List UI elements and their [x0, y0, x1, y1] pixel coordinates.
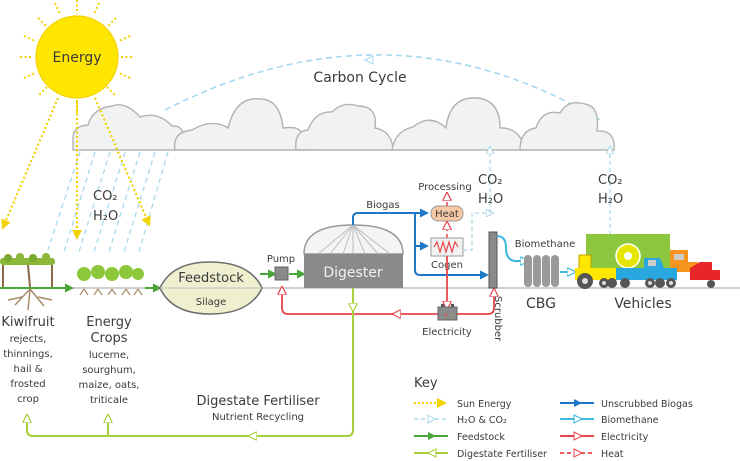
svg-text:Heat: Heat — [601, 449, 624, 460]
kiwifruit-label-group: Kiwifruit rejects, thinnings, hail & fro… — [1, 315, 54, 405]
svg-text:Sun Energy: Sun Energy — [457, 399, 512, 410]
energy-crops-label-group: Energy Crops lucerne, sourghum, maize, o… — [79, 315, 140, 406]
kiwifruit-line: hail & — [14, 364, 43, 375]
svg-text:Biomethane: Biomethane — [601, 415, 659, 426]
legend-item-sun-energy: Sun Energy — [414, 398, 512, 410]
rain-lines — [47, 151, 169, 256]
kiwifruit-line: rejects, — [10, 334, 47, 345]
svg-text:Digestate Fertiliser: Digestate Fertiliser — [457, 449, 547, 460]
legend-item-unscrubbed-biogas: Unscrubbed Biogas — [560, 399, 693, 410]
kiwifruit-line: frosted — [10, 379, 45, 390]
processing-label: Processing — [418, 182, 471, 193]
digestate-fertiliser-flow — [27, 288, 353, 436]
legend-item-biomethane: Biomethane — [560, 414, 659, 426]
svg-text:Feedstock: Feedstock — [457, 432, 505, 443]
clouds — [72, 97, 615, 151]
silage-label: Silage — [196, 297, 227, 308]
kiwifruit-title: Kiwifruit — [1, 315, 54, 330]
energy-crops-title: Crops — [90, 331, 127, 346]
pump-label: Pump — [267, 254, 295, 265]
svg-text:+: + — [443, 311, 449, 319]
legend: Key Sun Energy H₂O & CO₂ Feedstock Diges… — [414, 376, 693, 460]
feedstock-flow — [0, 269, 306, 293]
emission-label-left-co2: CO₂ — [93, 189, 118, 204]
legend-item-h2o-co2: H₂O & CO₂ — [414, 414, 507, 426]
feedstock-label: Feedstock — [178, 271, 244, 286]
biomethane-flow — [496, 235, 525, 261]
emission-label-mid-co2: CO₂ — [478, 173, 503, 188]
emission-label-right-co2: CO₂ — [598, 173, 623, 188]
sun-label: Energy — [52, 50, 101, 66]
legend-item-digestate: Digestate Fertiliser — [414, 448, 547, 460]
svg-text:-: - — [451, 311, 454, 319]
vehicles-label: Vehicles — [614, 296, 671, 312]
kiwifruit-vine-icon — [0, 253, 55, 311]
electricity-flow — [282, 256, 494, 314]
kiwifruit-line: thinnings, — [3, 349, 53, 360]
energy-crops-title: Energy — [86, 315, 132, 330]
legend-item-heat: Heat — [560, 448, 624, 460]
pump-icon — [274, 266, 289, 281]
energy-crops-line: sourghum, — [82, 365, 136, 376]
carbon-cycle-label: Carbon Cycle — [313, 70, 406, 86]
emission-label-right-h2o: H₂O — [598, 192, 623, 207]
scrubber-label: Scrubber — [492, 296, 503, 342]
fertiliser-title: Digestate Fertiliser — [196, 394, 320, 409]
scrubber-column — [488, 231, 498, 289]
carbon-cycle-arrow-icon — [363, 55, 374, 65]
carbon-cycle-arc — [164, 54, 601, 121]
biogas-flow — [352, 208, 489, 280]
energy-crops-icon — [77, 265, 144, 296]
kiwifruit-line: crop — [17, 394, 39, 405]
cbg-cylinders-icon — [524, 255, 559, 287]
energy-crops-line: maize, oats, — [79, 380, 140, 391]
digester-label: Digester — [323, 265, 383, 281]
feedstock-silage: Feedstock Silage — [159, 261, 263, 315]
svg-text:Electricity: Electricity — [601, 432, 649, 443]
sun-icon — [35, 15, 119, 99]
emission-label-left-h2o: H₂O — [93, 209, 118, 224]
biogas-label: Biogas — [366, 200, 399, 211]
digester: Digester — [303, 224, 404, 288]
emission-label-mid-h2o: H₂O — [478, 192, 503, 207]
cogen-exhaust — [463, 150, 490, 251]
svg-text:H₂O & CO₂: H₂O & CO₂ — [457, 415, 507, 426]
cbg-label: CBG — [526, 296, 556, 312]
biomethane-label: Biomethane — [515, 239, 576, 250]
sun: Energy — [20, 0, 134, 114]
cogen-coil-icon — [433, 239, 459, 255]
sun-energy-rays — [1, 97, 151, 240]
legend-title: Key — [414, 376, 438, 391]
heat-label: Heat — [435, 209, 459, 220]
svg-text:Unscrubbed Biogas: Unscrubbed Biogas — [601, 399, 693, 410]
legend-item-electricity: Electricity — [560, 431, 649, 443]
energy-crops-line: lucerne, — [89, 350, 129, 361]
fertiliser-subtitle: Nutrient Recycling — [212, 412, 304, 423]
electricity-label: Electricity — [422, 327, 472, 338]
energy-crops-line: triticale — [90, 395, 128, 406]
legend-item-feedstock: Feedstock — [414, 432, 505, 443]
vehicles-icon — [575, 234, 720, 289]
battery-icon: + - — [437, 304, 458, 321]
